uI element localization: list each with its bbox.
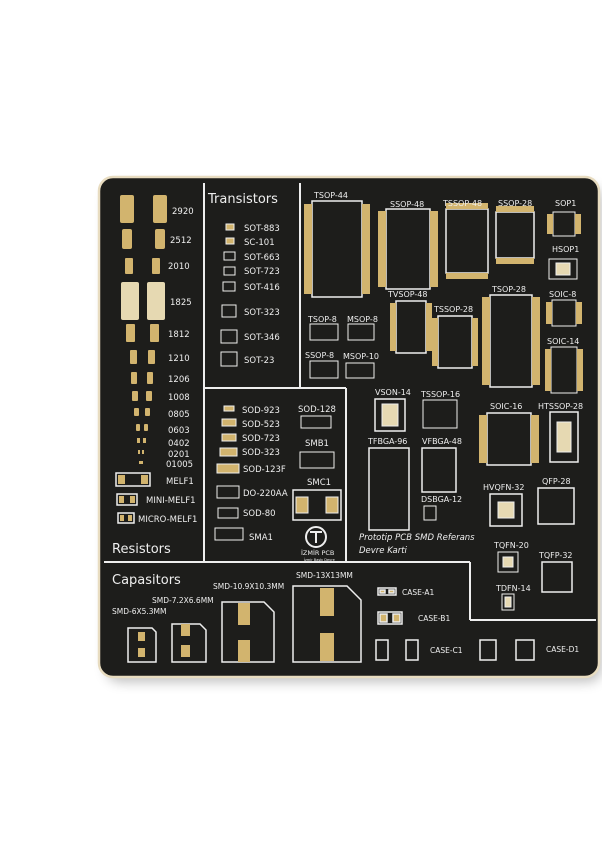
label-tfbga-96: TFBGA-96 (367, 437, 407, 446)
label-ssop-28: SSOP-28 (498, 199, 532, 208)
label-vfbga-48: VFBGA-48 (422, 437, 462, 446)
label-tsop-28: TSOP-28 (491, 285, 526, 294)
transistor-footprints (220, 223, 238, 367)
label-hvqfn-32: HVQFN-32 (483, 483, 524, 492)
label-tqfp-32: TQFP-32 (538, 551, 573, 560)
label-tqfn-20: TQFN-20 (493, 541, 529, 550)
label-tvsop-48: TVSOP-48 (387, 290, 427, 299)
label-0805: 0805 (168, 410, 190, 420)
label-tsop-44: TSOP-44 (313, 191, 348, 200)
label-tsop-8: TSOP-8 (307, 315, 337, 324)
label-sma1: SMA1 (249, 533, 273, 543)
label-smd-7-2x6-6mm: SMD-7.2X6.6MM (152, 596, 214, 605)
label-sc-101: SC-101 (244, 238, 275, 248)
section-title-transistors: Transistors (207, 192, 278, 207)
label-sot-416: SOT-416 (244, 283, 280, 293)
label-sod-323: SOD-323 (242, 448, 280, 458)
title-line-1: Prototip PCB SMD Referans (359, 533, 475, 543)
label-case-c1: CASE-C1 (430, 646, 463, 655)
label-tssop-28: TSSOP-28 (433, 305, 473, 314)
label-1210: 1210 (168, 354, 190, 364)
label-smc1: SMC1 (307, 478, 331, 488)
label-sot-323: SOT-323 (244, 308, 280, 318)
label-2010: 2010 (168, 262, 190, 272)
label-case-d1: CASE-D1 (546, 645, 579, 654)
label-soic-14: SOIC-14 (547, 337, 579, 346)
capacitor-labels: SMD-6X5.3MM SMD-7.2X6.6MM SMD-10.9X10.3M… (112, 571, 579, 655)
label-ssop-8: SSOP-8 (305, 351, 334, 360)
label-msop-10: MSOP-10 (343, 352, 379, 361)
label-sod-523: SOD-523 (242, 420, 280, 430)
label-sod-123f: SOD-123F (243, 465, 286, 475)
label-tdfn-14: TDFN-14 (495, 584, 531, 593)
izmir-pcb-logo: İZMİR PCB İzmir Baskı Devre (301, 526, 335, 562)
label-htssop-28: HTSSOP-28 (538, 402, 583, 411)
label-soic-8: SOIC-8 (549, 290, 576, 299)
diode-labels: SOD-923 SOD-523 SOD-723 SOD-323 SOD-123F… (242, 405, 336, 543)
label-sod-723: SOD-723 (242, 434, 280, 444)
title-line-2: Devre Karti (359, 546, 408, 556)
label-ssop-48: SSOP-48 (390, 200, 424, 209)
diode-footprints (214, 405, 342, 541)
label-tssop-16: TSSOP-16 (420, 390, 460, 399)
capacitor-footprints (127, 585, 535, 663)
label-1008: 1008 (168, 393, 190, 403)
resistor-labels: 2920 2512 2010 1825 1812 1210 1206 1008 … (138, 207, 197, 525)
label-0603: 0603 (168, 426, 190, 436)
label-sot-346: SOT-346 (244, 333, 280, 343)
label-sot-883: SOT-883 (244, 224, 280, 234)
logo-name: İZMİR PCB (301, 548, 334, 557)
ic-labels: TSOP-44 SSOP-48 TSSOP-48 SSOP-28 SOP1 HS… (305, 191, 583, 593)
label-mini-melf1: MINI-MELF1 (146, 496, 196, 506)
label-soic-16: SOIC-16 (490, 402, 522, 411)
label-sot-723: SOT-723 (244, 267, 280, 277)
label-hsop1: HSOP1 (552, 245, 579, 254)
label-smd-10-9x10-3mm: SMD-10.9X10.3MM (213, 582, 284, 591)
label-case-a1: CASE-A1 (402, 588, 435, 597)
label-melf1: MELF1 (166, 477, 194, 487)
label-smb1: SMB1 (305, 439, 329, 449)
logo-tagline: İzmir Baskı Devre (304, 557, 335, 562)
label-tssop-48: TSSOP-48 (442, 199, 482, 208)
label-sot-23: SOT-23 (244, 356, 274, 366)
label-dsbga-12: DSBGA-12 (421, 495, 462, 504)
label-smd-13x13mm: SMD-13X13MM (296, 571, 353, 580)
label-sod-80: SOD-80 (243, 509, 276, 519)
label-smd-6x5-3mm: SMD-6X5.3MM (112, 607, 167, 616)
label-sot-663: SOT-663 (244, 253, 280, 263)
label-msop-8: MSOP-8 (347, 315, 378, 324)
section-title-resistors: Resistors (112, 542, 171, 557)
label-sod-128: SOD-128 (298, 405, 336, 415)
label-do-220aa: DO-220AA (243, 489, 288, 499)
section-dividers (104, 183, 596, 621)
resistor-footprints (115, 195, 167, 524)
pcb-substrate (97, 175, 601, 679)
label-vson-14: VSON-14 (375, 388, 411, 397)
label-2512: 2512 (170, 236, 192, 246)
label-0402: 0402 (168, 439, 190, 449)
section-title-capasitors: Capasitors (112, 573, 181, 588)
label-qfp-28: QFP-28 (542, 477, 571, 486)
label-1812: 1812 (168, 330, 190, 340)
label-case-b1: CASE-B1 (418, 614, 450, 623)
ic-footprints (304, 200, 583, 611)
label-micro-melf1: MICRO-MELF1 (138, 515, 197, 525)
transistor-labels: SOT-883 SC-101 SOT-663 SOT-723 SOT-416 S… (244, 224, 280, 366)
label-sop1: SOP1 (555, 199, 576, 208)
label-01005: 01005 (166, 460, 193, 470)
label-1206: 1206 (168, 375, 190, 385)
board-title: Prototip PCB SMD Referans Devre Karti (359, 533, 475, 556)
label-sod-923: SOD-923 (242, 406, 280, 416)
label-0201: 0201 (168, 450, 190, 460)
label-2920: 2920 (172, 207, 194, 217)
label-1825: 1825 (170, 298, 192, 308)
